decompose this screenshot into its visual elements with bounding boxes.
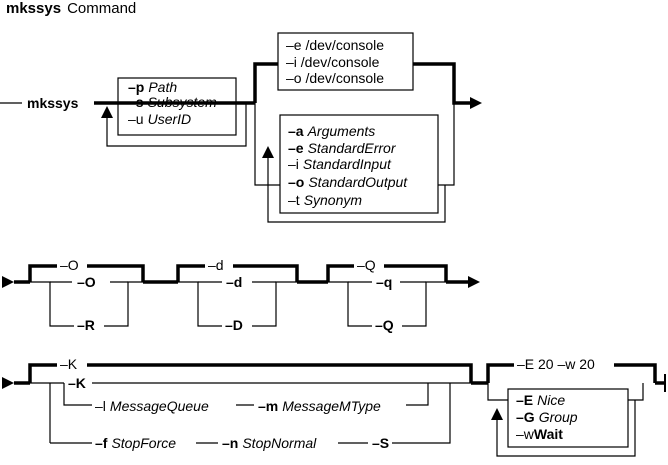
row2-exit-arrow bbox=[468, 276, 480, 288]
row1-fork-upper bbox=[253, 62, 278, 103]
row3-default2-label: –E 20 –w 20 bbox=[517, 356, 595, 372]
row1-box-default bbox=[277, 32, 414, 91]
row1-exit-arrow bbox=[470, 97, 482, 109]
row2-g1-opt2: –R bbox=[77, 317, 95, 333]
row1-default-item-1: –i /dev/console bbox=[286, 54, 380, 70]
row1-options-repeat-line bbox=[267, 158, 446, 223]
row3-opt-l-lead bbox=[63, 383, 92, 406]
row3-default2-mask bbox=[514, 355, 614, 369]
row2-g2-default-mask bbox=[205, 256, 233, 270]
row1-entry-label: mkssys bbox=[27, 95, 79, 111]
row2-g3-default-label: –Q bbox=[357, 257, 376, 273]
row2-g3-default-mask bbox=[354, 256, 384, 270]
row3-default-label: –K bbox=[60, 356, 78, 372]
row2-g1-opt1: –O bbox=[77, 274, 96, 290]
row3-opt-s: –S bbox=[372, 435, 389, 451]
row3-entry-arrow bbox=[2, 377, 14, 389]
row2-g1-default-mask bbox=[57, 256, 87, 270]
row2-g2-opt2: –D bbox=[225, 317, 243, 333]
row1-left-repeat-arrow bbox=[101, 106, 113, 118]
row1-join-upper bbox=[413, 62, 470, 105]
row3-box-repeat-arrow bbox=[491, 408, 503, 420]
row3-box-lead bbox=[487, 383, 508, 401]
row1-box-options bbox=[279, 114, 439, 214]
row2-entry-arrow bbox=[2, 276, 14, 288]
row2-g2-default-label: –d bbox=[208, 257, 224, 273]
row2-g3-opt2-mask bbox=[372, 318, 402, 332]
row2-g2-default-line bbox=[176, 264, 299, 282]
row3-box-item-2: –wWait bbox=[516, 426, 563, 442]
row1-left-repeat-line bbox=[106, 103, 247, 147]
row2-g3-opt2: –Q bbox=[375, 317, 394, 333]
row2-g1-opt2-mask bbox=[74, 318, 104, 332]
row3-opt-k: –K bbox=[68, 375, 86, 391]
row1-default-item-0: –e /dev/console bbox=[286, 37, 384, 53]
row1-fork-lower bbox=[254, 103, 280, 186]
title-command: mkssys bbox=[6, 0, 61, 17]
row2-g1-default-label: –O bbox=[60, 257, 79, 273]
row1-join-lower bbox=[438, 103, 455, 186]
row3-box-repeat-line bbox=[496, 400, 636, 457]
row3-box-right bbox=[507, 388, 629, 448]
row3-box-tail bbox=[628, 383, 644, 401]
row2: –O –O –R –d –d –D –Q –q –Q bbox=[2, 256, 480, 333]
row2-g2-opt1: –d bbox=[226, 274, 242, 290]
row2-g3-opt1: –q bbox=[376, 274, 392, 290]
row3-opt-m-tail bbox=[406, 383, 429, 406]
row2-g2-opt2-mask bbox=[222, 318, 252, 332]
row3-opt-s-tail bbox=[392, 383, 451, 444]
row1-options-repeat-arrow bbox=[262, 146, 274, 158]
row1-box-left bbox=[117, 77, 237, 136]
row3-default-mask bbox=[57, 355, 87, 369]
row2-g3-default-line bbox=[326, 264, 448, 282]
row3-default-line bbox=[28, 363, 473, 383]
row1-default-item-2: –o /dev/console bbox=[286, 70, 384, 86]
diagram-title: mkssys Command bbox=[6, 0, 136, 17]
title-suffix: Command bbox=[67, 0, 136, 17]
